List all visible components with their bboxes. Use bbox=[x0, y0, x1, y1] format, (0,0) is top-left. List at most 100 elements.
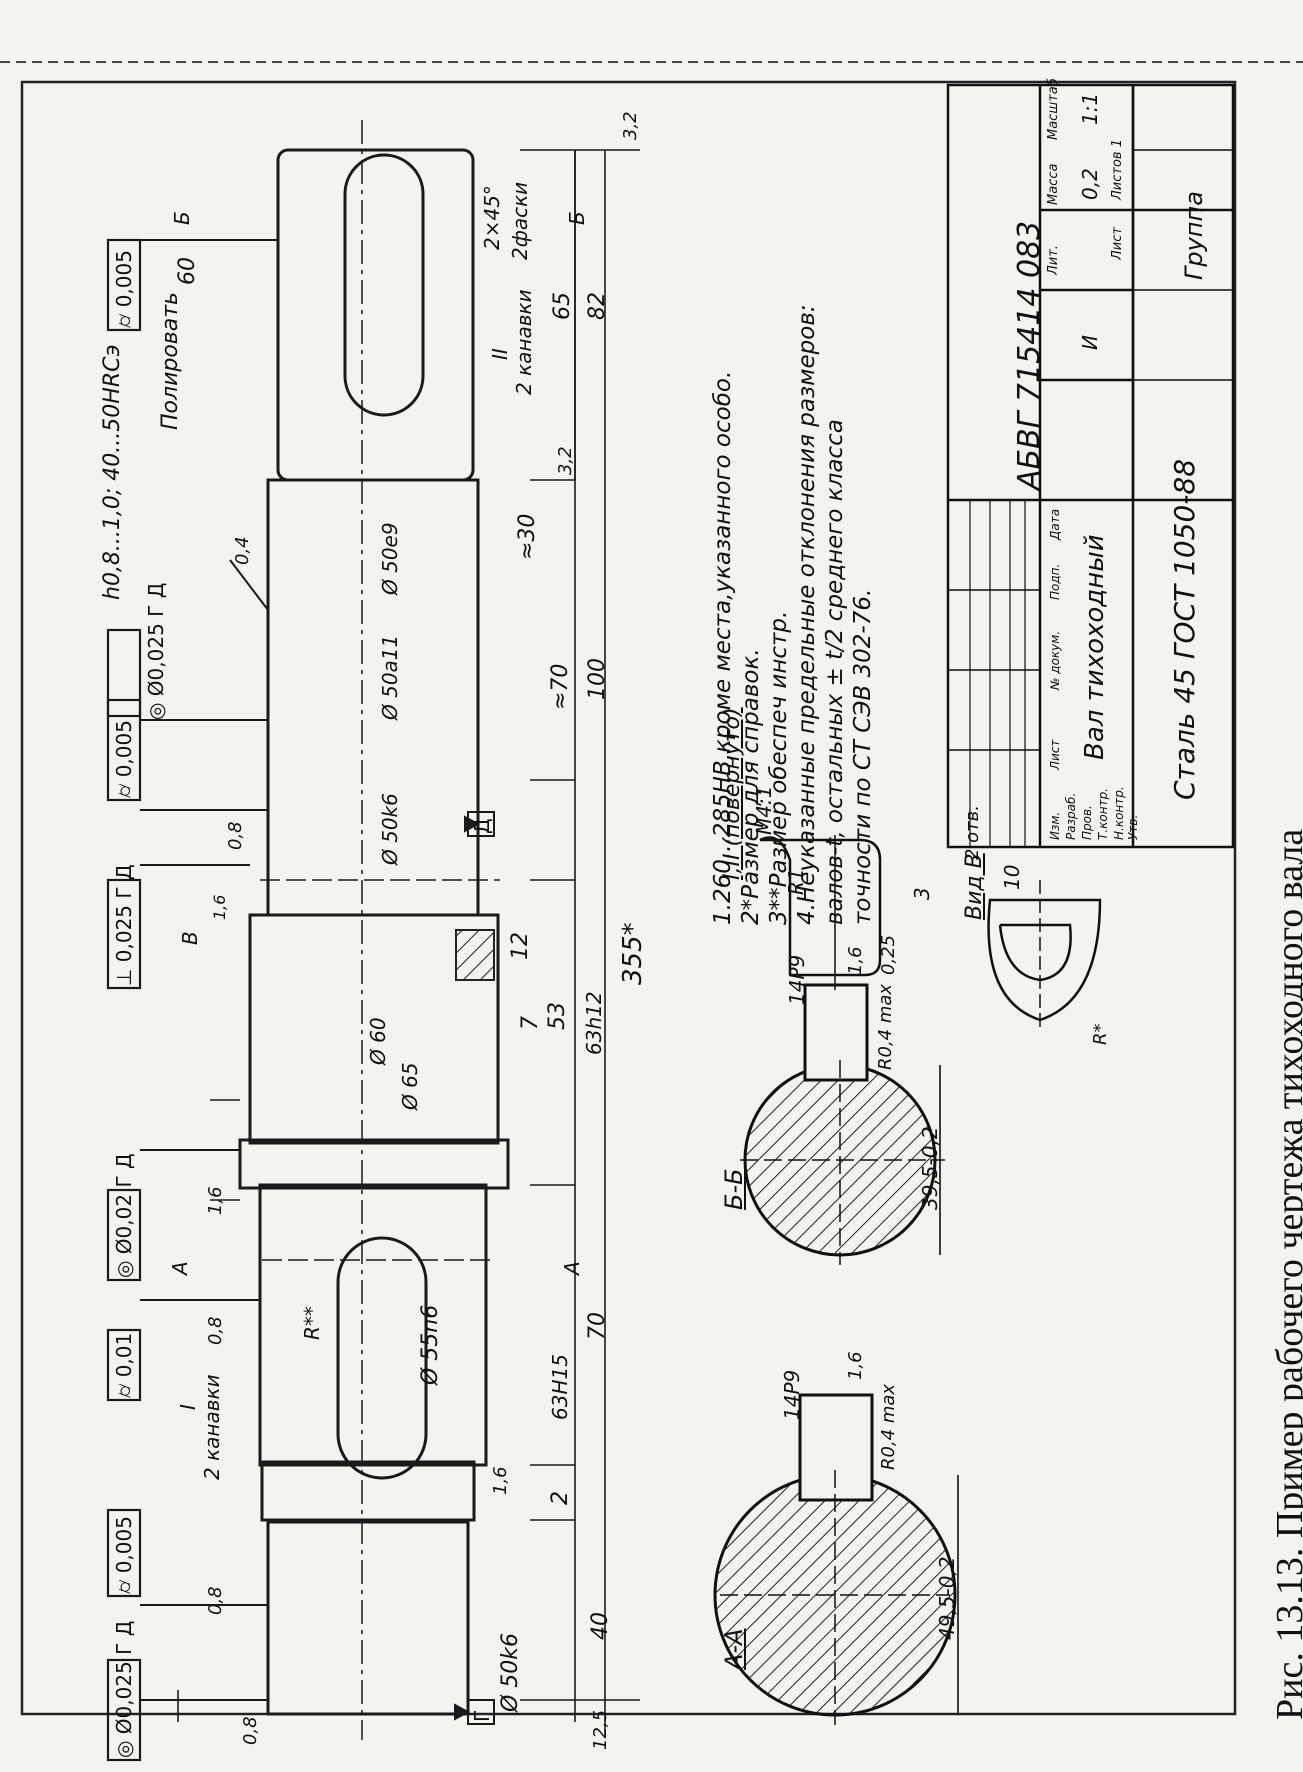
tol-6: ⌭ 0,005 bbox=[112, 720, 136, 798]
section-bb-width: 14P9 bbox=[785, 954, 809, 1005]
note-5: валов-t, остальных ± t/2 среднего класса bbox=[822, 419, 848, 925]
section-hatch-collar bbox=[455, 929, 495, 981]
cut-a-top: А bbox=[560, 1261, 584, 1275]
dim-d-key1: Ø 55n6 bbox=[418, 1304, 443, 1385]
roughness-9: 12,5 bbox=[590, 1709, 611, 1750]
title-material: Сталь 45 ГОСТ 1050-88 bbox=[1168, 458, 1201, 800]
title-part-name: Вал тихоходный bbox=[1080, 534, 1110, 760]
dim-d-collar2: Ø 60 bbox=[366, 1017, 390, 1065]
title-lit-header: Лит. bbox=[1046, 245, 1061, 275]
title-row-list: Лист bbox=[1048, 739, 1062, 770]
title-sheet-label: Лист bbox=[1110, 227, 1125, 260]
section-bb-depth: 39,5-0,2 bbox=[918, 1126, 942, 1210]
roughness-1: 0,8 bbox=[205, 1586, 226, 1615]
dim-d-e9: Ø 50e9 bbox=[378, 522, 402, 595]
figure-caption: Рис. 13.13. Пример рабочего чертежа тихо… bbox=[1269, 828, 1303, 1720]
roughness-8: 3,2 bbox=[555, 446, 576, 475]
title-designation: АБВГ 715414 083 bbox=[1012, 220, 1047, 490]
dim-len-40: 40 bbox=[588, 1612, 613, 1640]
tol-7: ◎ Ø0,025 Г Д bbox=[144, 582, 168, 720]
view-v-holes: 2 отв. bbox=[962, 804, 983, 860]
view-v-10: 10 bbox=[1000, 864, 1024, 890]
tol-4: ◎ Ø0,02 Г Д bbox=[112, 1153, 136, 1278]
dim-d-a11: Ø 50a11 bbox=[378, 634, 402, 720]
dim-radius: R** bbox=[300, 1306, 324, 1340]
tol-5: ⊥ 0,025 Г Д bbox=[112, 864, 136, 986]
roughness-3: 1,6 bbox=[205, 1186, 226, 1215]
section-bb-label: Б-Б bbox=[720, 1168, 748, 1210]
shaft-outline bbox=[238, 120, 510, 1740]
tol-1: ◎ Ø0,025 Г Д bbox=[112, 1620, 136, 1758]
title-role-check: Пров. bbox=[1080, 805, 1094, 840]
title-scale-header: Масштаб bbox=[1046, 78, 1061, 140]
roughness-7: 0,4 bbox=[232, 536, 253, 565]
drawing-frame bbox=[20, 80, 1237, 1716]
detail-groove bbox=[759, 835, 882, 990]
view-v bbox=[987, 880, 1102, 1030]
dim-groove1-label: I bbox=[176, 1404, 200, 1410]
dim-len-70: 70 bbox=[585, 1312, 610, 1340]
dim-len-60: 60 bbox=[175, 257, 200, 285]
title-lit-value: И bbox=[1078, 335, 1102, 350]
title-block bbox=[946, 83, 1235, 849]
title-role-dev: Разраб. bbox=[1064, 792, 1078, 840]
dim-len-63h15: 63H15 bbox=[548, 1354, 572, 1420]
title-role-tcontr: Т.контр. bbox=[1096, 787, 1110, 840]
cut-a-bottom: А bbox=[168, 1261, 192, 1275]
dim-groove-label: II bbox=[488, 348, 512, 360]
tol-2: ⌭ 0,005 bbox=[112, 1516, 136, 1594]
section-bb bbox=[740, 983, 945, 1265]
title-mass-header: Масса bbox=[1046, 163, 1061, 205]
dim-len-70b: ≈70 bbox=[548, 663, 573, 710]
view-v-label: Вид В bbox=[962, 853, 987, 920]
roughness-6: 1,6 bbox=[210, 894, 229, 920]
cut-b-top: Б bbox=[565, 211, 589, 225]
dim-len-30: ≈30 bbox=[515, 513, 540, 560]
roughness-2: 0,8 bbox=[205, 1316, 226, 1345]
dim-len-12: 12 bbox=[508, 932, 533, 960]
dim-len-355: 355* bbox=[618, 922, 648, 985]
dim-chamfer2: 2фаски bbox=[508, 181, 532, 260]
title-mass-value: 0,2 bbox=[1078, 168, 1102, 200]
dim-len-7: 7 bbox=[518, 1016, 543, 1030]
title-row-date: Дата bbox=[1048, 508, 1062, 540]
section-bb-radius: R0,4 max bbox=[875, 983, 896, 1070]
dim-chamfer: 2×45° bbox=[480, 185, 504, 250]
datum-markers bbox=[454, 811, 495, 1725]
roughness-10: 0,8 bbox=[240, 1716, 261, 1745]
dim-groove2: 2 канавки bbox=[512, 289, 536, 395]
title-row-izm: Изм. bbox=[1048, 811, 1062, 840]
section-aa-radius: R0,4 max bbox=[878, 1383, 899, 1470]
detail-label: I,II (повернуто) bbox=[720, 707, 745, 880]
tolerance-frames bbox=[106, 238, 142, 1762]
view-v-r: R* bbox=[1090, 1023, 1111, 1045]
dim-d-collar1: Ø 65 bbox=[398, 1062, 422, 1110]
section-aa-rough: 1,6 bbox=[845, 1351, 866, 1380]
detail-scale: M4:1 bbox=[752, 785, 776, 835]
title-row-doc: № докум. bbox=[1048, 630, 1062, 690]
note-6: точности по СТ СЭВ 302-76. bbox=[850, 588, 876, 925]
tol-8: ⌭ 0,005 bbox=[112, 250, 136, 328]
dim-len-2: 2 bbox=[548, 1491, 573, 1505]
roughness-5: 0,8 bbox=[225, 821, 246, 850]
cut-v: В bbox=[178, 931, 202, 945]
section-aa bbox=[713, 1393, 959, 1725]
dim-len-63h12: 63h12 bbox=[582, 991, 606, 1055]
title-scale-value: 1:1 bbox=[1078, 92, 1102, 125]
detail-r1: R1 bbox=[784, 868, 808, 895]
title-group: Группа bbox=[1180, 191, 1208, 280]
section-aa-depth: 49,5-0,2 bbox=[935, 1556, 959, 1640]
datum-g: Г bbox=[470, 1709, 494, 1722]
dim-polish: Полировать bbox=[158, 291, 183, 430]
roughness-4: 1,6 bbox=[490, 1466, 511, 1495]
tol-3: ⌭ 0,01 bbox=[112, 1332, 136, 1398]
title-role-ncontr: Н.контр. bbox=[1112, 786, 1126, 840]
dimension-lines bbox=[177, 149, 640, 1735]
detail-025: 0,25 bbox=[878, 934, 899, 975]
datum-d: Д bbox=[470, 818, 494, 834]
title-sheets-label: Листов 1 bbox=[1110, 139, 1125, 200]
title-row-sign: Подп. bbox=[1048, 563, 1062, 600]
cut-b-bottom: Б bbox=[170, 211, 194, 225]
dim-d-mid: Ø 50k6 bbox=[378, 793, 402, 865]
